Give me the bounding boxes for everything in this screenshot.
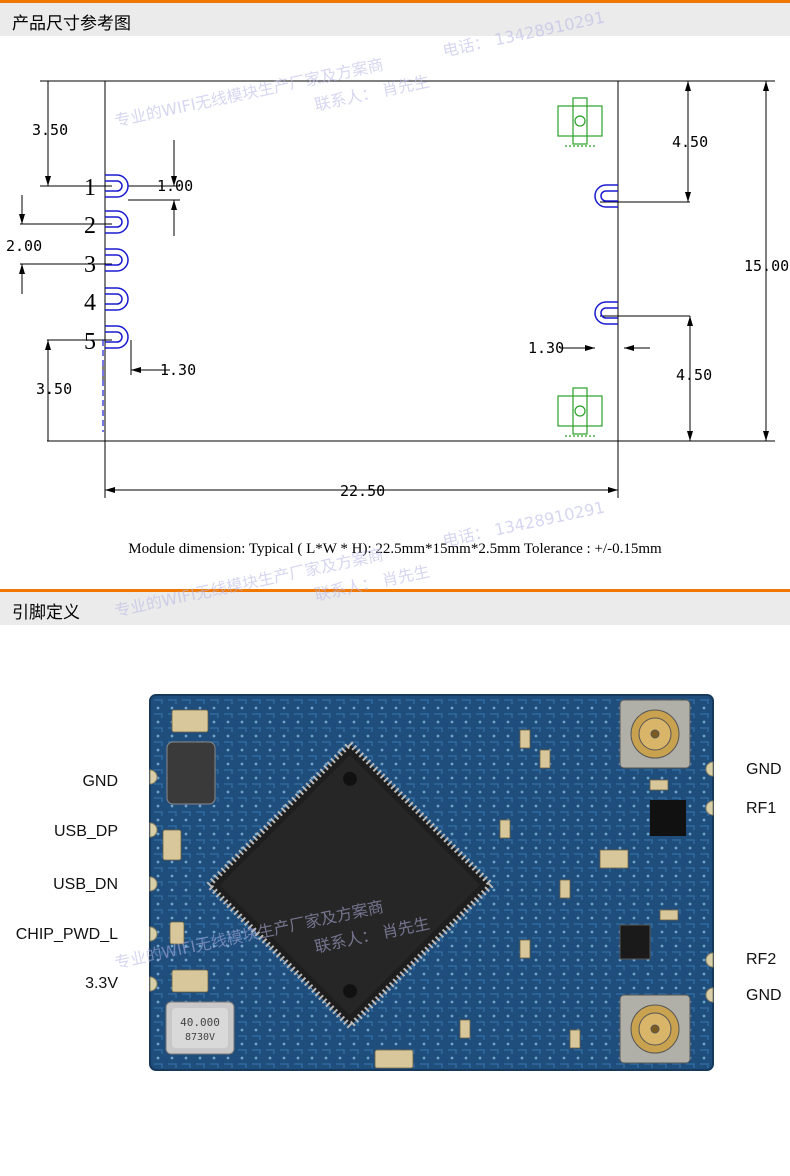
dim-label: 2.00 <box>6 237 42 255</box>
pin-label-usb-dp: USB_DP <box>53 823 118 840</box>
dimension-drawing: 1 2 3 4 5 3.50 1.00 2.00 3.50 1.30 4.50 … <box>6 80 789 500</box>
pin-number: 3 <box>84 252 96 278</box>
crystal-text: 8730V <box>185 1032 215 1043</box>
inductor <box>166 741 216 805</box>
dim-label: 3.50 <box>32 121 68 139</box>
section-header-pinout: 引脚定义 <box>0 589 790 625</box>
module-outline <box>104 80 619 442</box>
dim-label: 1.00 <box>157 177 193 195</box>
antenna-connector <box>619 699 691 1064</box>
antenna-connector-footprints <box>557 97 603 437</box>
dim-label: 3.50 <box>36 380 72 398</box>
module-photo: 40.000 8730V <box>149 694 714 1071</box>
dim-label: 4.50 <box>676 366 712 384</box>
crystal-text: 40.000 <box>180 1016 220 1029</box>
dim-label: 1.30 <box>528 339 564 357</box>
pin-number: 4 <box>84 290 96 316</box>
rf-chip <box>619 924 651 960</box>
section-title: 产品尺寸参考图 <box>12 14 131 34</box>
pin-number: 5 <box>84 329 96 355</box>
left-pin-pads <box>105 174 618 349</box>
pin-label-rf1: RF1 <box>746 800 777 817</box>
dim-label: 15.00 <box>744 257 789 275</box>
pin-label-usb-dn: USB_DN <box>53 876 118 893</box>
pin-label-chip-pwd: CHIP_PWD_L <box>15 926 118 943</box>
pin-label-gnd: GND <box>746 987 782 1004</box>
dim-label: 22.50 <box>340 482 385 500</box>
pin-label-gnd: GND <box>746 761 782 778</box>
section-header-dimensions: 产品尺寸参考图 <box>0 0 790 36</box>
pin-number: 1 <box>84 175 96 201</box>
section-title: 引脚定义 <box>12 603 80 623</box>
pin-label-rf2: RF2 <box>746 951 777 968</box>
dim-label: 4.50 <box>672 133 708 151</box>
module-dimension-caption: Module dimension: Typical ( L*W * H): 22… <box>128 541 662 557</box>
rf-chip <box>650 800 686 836</box>
dim-label: 1.30 <box>160 361 196 379</box>
pin-label-3v3: 3.3V <box>85 975 118 992</box>
main-chip <box>204 739 496 1031</box>
pin-label-gnd: GND <box>82 773 118 790</box>
pin-number: 2 <box>84 213 96 239</box>
